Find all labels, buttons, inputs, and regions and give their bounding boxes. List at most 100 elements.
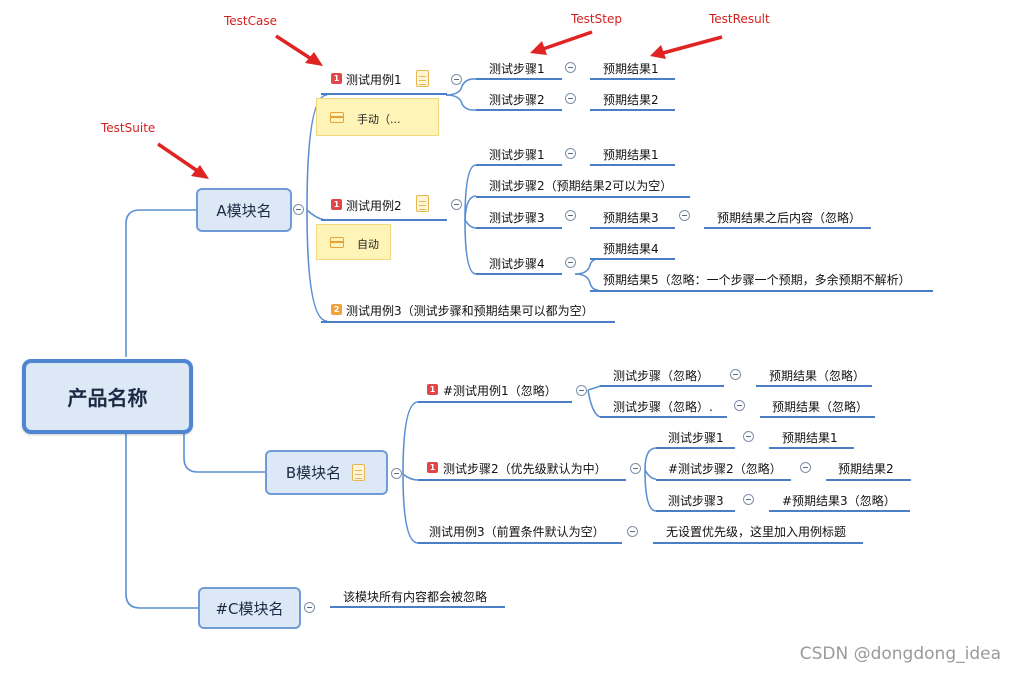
collapse-icon[interactable] xyxy=(730,369,741,380)
collapse-icon[interactable] xyxy=(743,494,754,505)
note-icon[interactable] xyxy=(352,464,365,481)
module-c-topic[interactable]: #C模块名 xyxy=(198,587,301,629)
collapse-icon[interactable] xyxy=(565,148,576,159)
collapse-icon[interactable] xyxy=(565,210,576,221)
a-case2-result1[interactable]: 预期结果1 xyxy=(603,148,659,162)
module-c-child[interactable]: 该模块所有内容都会被忽略 xyxy=(343,590,488,604)
underline xyxy=(656,510,735,512)
underline xyxy=(590,290,933,292)
module-b-collapse-icon[interactable] xyxy=(391,468,402,479)
a-case3-label[interactable]: 测试用例3（测试步骤和预期结果可以都为空） xyxy=(346,304,594,318)
b-case1-result1[interactable]: 预期结果（忽略） xyxy=(769,369,866,383)
b-case3-label[interactable]: 测试用例3（前置条件默认为空） xyxy=(429,525,605,539)
priority-1-icon: 1 xyxy=(427,384,438,395)
underline xyxy=(476,164,562,166)
module-a-collapse-icon[interactable] xyxy=(293,204,304,215)
underline xyxy=(590,164,675,166)
a-case2-step4[interactable]: 测试步骤4 xyxy=(489,257,545,271)
module-a-label: A模块名 xyxy=(216,201,272,220)
root-topic[interactable]: 产品名称 xyxy=(22,359,193,434)
b-case1-step1[interactable]: 测试步骤（忽略） xyxy=(613,369,710,383)
collapse-icon[interactable] xyxy=(734,400,745,411)
a-case1-underline xyxy=(321,93,447,95)
note-icon[interactable] xyxy=(416,195,429,212)
collapse-icon[interactable] xyxy=(576,385,587,396)
b-case2-step3[interactable]: 测试步骤3 xyxy=(668,494,724,508)
underline xyxy=(760,416,875,418)
b-case2-label[interactable]: 测试步骤2（优先级默认为中） xyxy=(443,462,607,476)
annotation-testsuite: TestSuite xyxy=(101,121,156,135)
underline xyxy=(476,78,562,80)
annotation-teststep: TestStep xyxy=(571,12,622,26)
underline xyxy=(704,227,871,229)
label-icon xyxy=(330,112,344,123)
a-case1-step1[interactable]: 测试步骤1 xyxy=(489,62,545,76)
b-case2-step1[interactable]: 测试步骤1 xyxy=(668,431,724,445)
collapse-icon[interactable] xyxy=(800,462,811,473)
a-case1-result2[interactable]: 预期结果2 xyxy=(603,93,659,107)
underline xyxy=(418,401,572,403)
note-icon[interactable] xyxy=(416,70,429,87)
a-case1-tag: 手动（... xyxy=(316,98,439,136)
a-case2-result4[interactable]: 预期结果4 xyxy=(603,242,659,256)
a-case2-result5[interactable]: 预期结果5（忽略：一个步骤一个预期，多余预期不解析） xyxy=(603,273,911,287)
a-case2-collapse-icon[interactable] xyxy=(451,199,462,210)
a-case1-step2[interactable]: 测试步骤2 xyxy=(489,93,545,107)
collapse-icon[interactable] xyxy=(743,431,754,442)
collapse-icon[interactable] xyxy=(565,257,576,268)
a-case2-tag: 自动 xyxy=(316,224,391,260)
module-c-collapse-icon[interactable] xyxy=(304,602,315,613)
b-case3-child[interactable]: 无设置优先级，这里加入用例标题 xyxy=(666,525,847,539)
underline xyxy=(769,510,910,512)
priority-1-icon: 1 xyxy=(427,462,438,473)
underline xyxy=(330,606,505,608)
underline xyxy=(476,196,690,198)
b-case2-result3[interactable]: #预期结果3（忽略） xyxy=(782,494,896,508)
priority-2-icon: 2 xyxy=(331,304,342,315)
module-a-topic[interactable]: A模块名 xyxy=(196,188,292,232)
a-case2-result3[interactable]: 预期结果3 xyxy=(603,211,659,225)
a-case2-step3[interactable]: 测试步骤3 xyxy=(489,211,545,225)
underline xyxy=(418,542,622,544)
underline xyxy=(590,78,675,80)
underline xyxy=(656,479,791,481)
a-case2-step1[interactable]: 测试步骤1 xyxy=(489,148,545,162)
collapse-icon[interactable] xyxy=(627,526,638,537)
a-case2-label[interactable]: 测试用例2 xyxy=(346,199,402,213)
underline xyxy=(590,258,675,260)
collapse-icon[interactable] xyxy=(630,463,641,474)
b-case2-step2[interactable]: #测试步骤2（忽略） xyxy=(668,462,782,476)
a-case1-result1[interactable]: 预期结果1 xyxy=(603,62,659,76)
b-case1-step2[interactable]: 测试步骤（忽略）. xyxy=(613,400,713,414)
b-case1-label[interactable]: #测试用例1（忽略） xyxy=(443,384,557,398)
underline xyxy=(476,273,562,275)
underline xyxy=(418,479,626,481)
b-case2-result1[interactable]: 预期结果1 xyxy=(782,431,838,445)
underline xyxy=(769,447,854,449)
collapse-icon[interactable] xyxy=(565,62,576,73)
underline xyxy=(590,227,675,229)
collapse-icon[interactable] xyxy=(565,93,576,104)
a-case1-label[interactable]: 测试用例1 xyxy=(346,73,402,87)
priority-1-icon: 1 xyxy=(331,73,342,84)
annotation-testresult: TestResult xyxy=(709,12,770,26)
root-topic-label: 产品名称 xyxy=(67,386,148,410)
module-b-label: B模块名 xyxy=(285,464,342,482)
a-case2-tag-text: 自动 xyxy=(357,238,379,251)
a-case2-step2[interactable]: 测试步骤2（预期结果2可以为空） xyxy=(489,179,673,193)
a-case1-tag-text: 手动（... xyxy=(357,113,401,126)
b-case1-result2[interactable]: 预期结果（忽略） xyxy=(772,400,869,414)
underline xyxy=(476,227,562,229)
underline xyxy=(321,321,615,323)
watermark: CSDN @dongdong_idea xyxy=(799,644,1001,664)
a-case2-result3-extra[interactable]: 预期结果之后内容（忽略） xyxy=(717,211,862,225)
module-b-topic[interactable]: B模块名 xyxy=(265,450,388,495)
label-icon xyxy=(330,237,344,248)
underline xyxy=(476,109,562,111)
a-case1-collapse-icon[interactable] xyxy=(451,74,462,85)
underline xyxy=(826,479,911,481)
collapse-icon[interactable] xyxy=(679,210,690,221)
b-case2-result2[interactable]: 预期结果2 xyxy=(838,462,894,476)
